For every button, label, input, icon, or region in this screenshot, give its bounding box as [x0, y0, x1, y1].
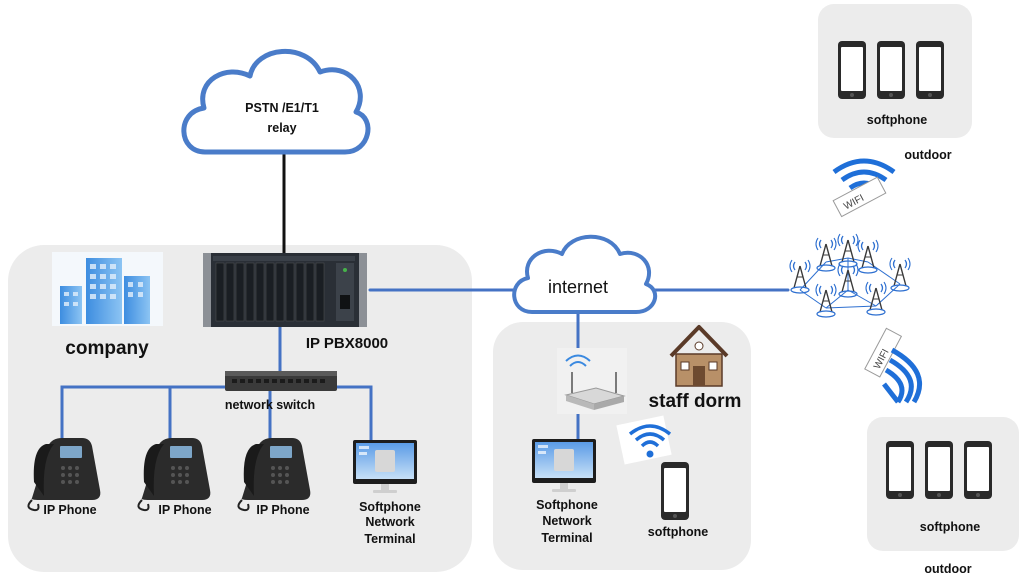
wifi-sign-top-icon: WIFI: [832, 158, 896, 218]
outdoor-bottom-phones: [886, 441, 992, 499]
company-label: company: [65, 338, 149, 359]
company-terminal-label-line3: Terminal: [364, 532, 416, 546]
pstn-label-line1: PSTN /E1/T1: [245, 101, 319, 115]
switch-icon: [225, 371, 337, 391]
dorm-terminal-label-line2: Network: [542, 514, 592, 528]
pbx-icon: [203, 253, 367, 327]
dorm-softphone-label: softphone: [647, 525, 709, 539]
house-icon: [669, 325, 729, 387]
pstn-cloud-icon: [181, 48, 371, 155]
wifi-icon: [616, 415, 672, 465]
staff-dorm-label: staff dorm: [648, 391, 742, 412]
dorm-terminal-label-line3: Terminal: [541, 531, 593, 545]
smartphone-icon: [661, 462, 689, 520]
internet-label: internet: [547, 277, 609, 297]
outdoor-top-phones: [838, 41, 944, 99]
pstn-label-line2: relay: [267, 121, 297, 135]
dorm-terminal-label-line1: Softphone: [536, 498, 598, 512]
links: [60, 148, 790, 445]
ip-phone-label: IP Phone: [158, 503, 212, 517]
building-icon: [52, 252, 163, 326]
switch-label: network switch: [224, 398, 316, 412]
smartphone-icon: [877, 41, 905, 99]
smartphone-icon: [838, 41, 866, 99]
outdoor-bottom-label: outdoor: [924, 562, 972, 576]
company-terminal-label-line1: Softphone: [359, 500, 421, 514]
smartphone-icon: [886, 441, 914, 499]
router-icon: [557, 348, 627, 414]
outdoor-top-label: outdoor: [904, 148, 952, 162]
cell-tower-icon: [789, 233, 911, 318]
smartphone-icon: [964, 441, 992, 499]
link-switch-terminal: [334, 385, 373, 445]
pbx-label: IP PBX8000: [305, 335, 389, 352]
ip-phone-label: IP Phone: [256, 503, 310, 517]
internet-cloud-icon: [512, 234, 658, 314]
smartphone-icon: [916, 41, 944, 99]
outdoor-bottom-softphone-label: softphone: [919, 520, 981, 534]
outdoor-top-softphone-label: softphone: [866, 113, 928, 127]
ip-phone-label: IP Phone: [43, 503, 97, 517]
wifi-sign-bottom-icon: WIFI: [864, 327, 923, 404]
smartphone-icon: [925, 441, 953, 499]
company-terminal-label-line2: Network: [365, 515, 415, 529]
